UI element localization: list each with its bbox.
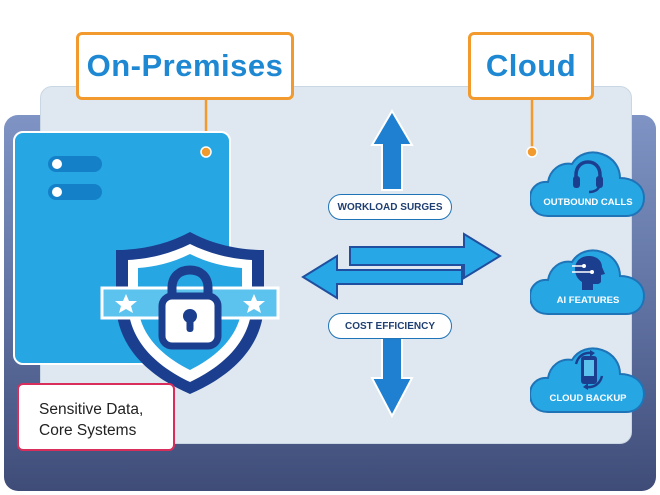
onprem-connector-dot: [200, 146, 212, 158]
cloud-shape: [530, 151, 646, 217]
cloud-service-ai-features: AI FEATURES: [530, 246, 646, 318]
headset-icon: [573, 160, 603, 194]
cloud-service-cloud-backup: CLOUD BACKUP: [530, 344, 646, 416]
cloud-service-label: OUTBOUND CALLS: [543, 197, 633, 208]
server-slot-2: [48, 184, 102, 200]
sensitive-line-2: Core Systems: [39, 422, 137, 439]
shield-lock-icon: [100, 232, 280, 394]
ai-head-icon: [572, 256, 605, 290]
cost-down-arrow: [370, 333, 414, 419]
on-premises-title: On-Premises: [76, 32, 294, 100]
cloud-service-label: AI FEATURES: [556, 295, 620, 306]
cloud-service-label: CLOUD BACKUP: [549, 393, 627, 404]
to-cloud-arrow: [349, 232, 502, 280]
server-slot-1: [48, 156, 102, 172]
cost-efficiency-label: COST EFFICIENCY: [328, 313, 452, 339]
sensitive-data-box: Sensitive Data, Core Systems: [17, 383, 175, 451]
backup-sync-icon: [574, 350, 604, 390]
cloud-service-outbound-calls: OUTBOUND CALLS: [530, 148, 646, 220]
cloud-title: Cloud: [468, 32, 594, 100]
workload-up-arrow: [370, 109, 414, 191]
workload-surges-label: WORKLOAD SURGES: [328, 194, 452, 220]
to-onprem-arrow: [301, 254, 463, 300]
sensitive-line-1: Sensitive Data,: [39, 401, 144, 418]
cloud-connector-dot: [526, 146, 538, 158]
